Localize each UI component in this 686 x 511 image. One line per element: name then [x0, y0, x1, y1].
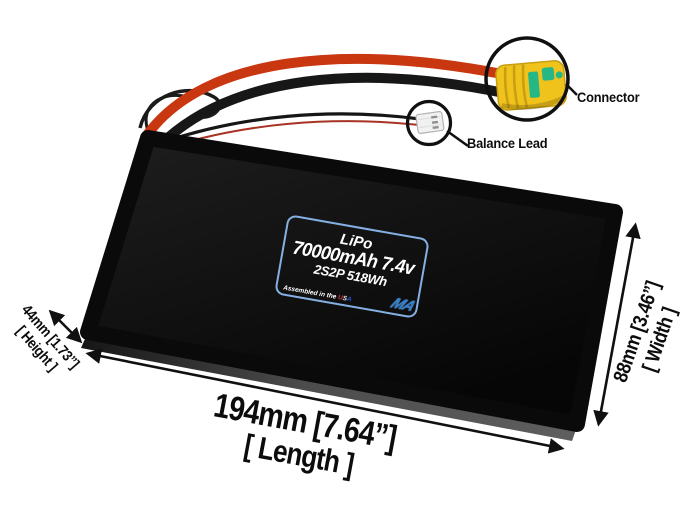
connector-callout-label: Connector — [577, 90, 640, 105]
length-arrow — [85, 348, 565, 454]
maxamps-logo-icon: MA — [386, 295, 419, 315]
balance-plug-icon — [415, 111, 445, 134]
power-wire-black — [154, 72, 509, 151]
xt90-connector-icon — [495, 60, 567, 111]
balance-callout-circle — [405, 99, 453, 147]
connector-leader-line — [565, 83, 578, 96]
balance-wire-black — [151, 112, 421, 148]
balance-lead-callout-label: Balance Lead — [467, 136, 548, 151]
balance-leader-line — [446, 129, 469, 148]
width-arrow — [593, 222, 641, 427]
height-arrow — [48, 309, 83, 344]
power-wire-red — [142, 54, 507, 140]
connector-callout-circle — [484, 36, 570, 122]
usa-letter-a: A — [346, 295, 353, 304]
